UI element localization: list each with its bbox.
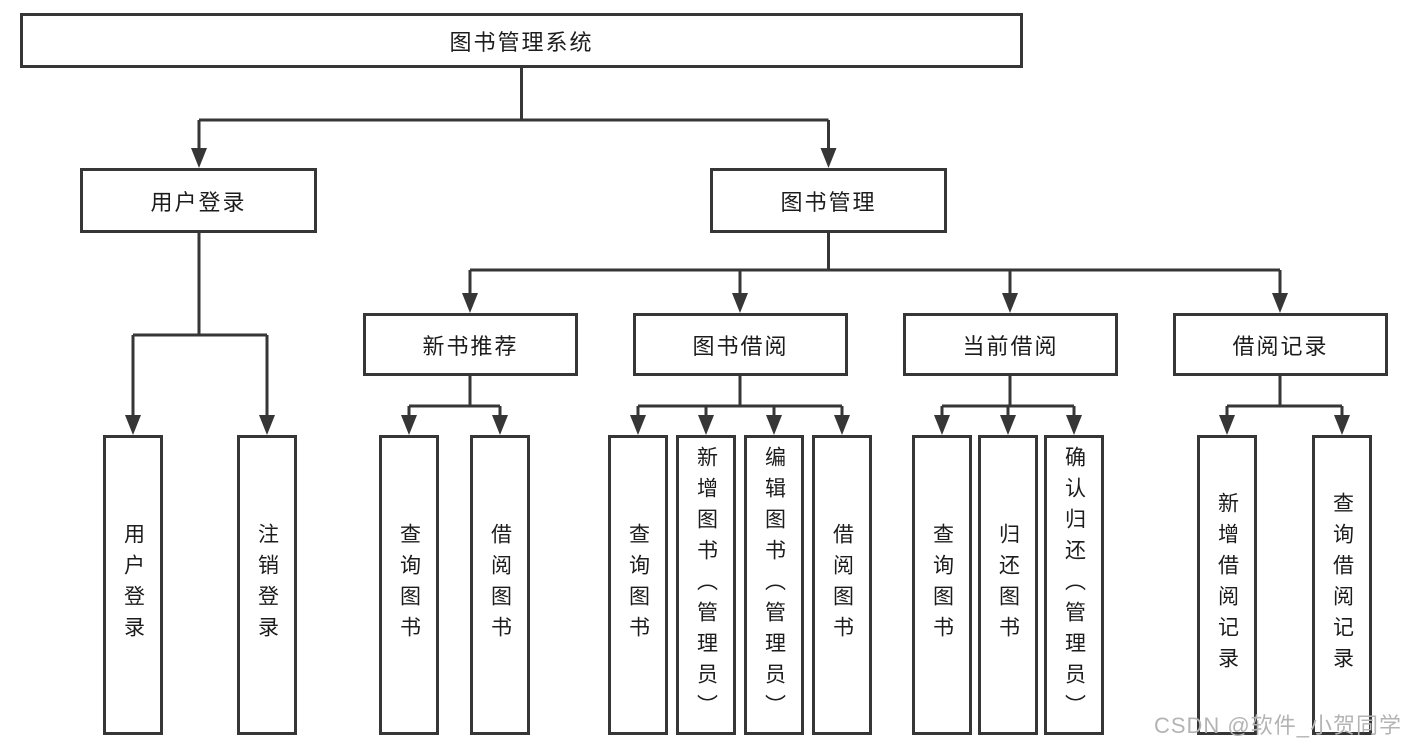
leaf-query-books-recommend: 查询图书 bbox=[379, 435, 439, 735]
leaf-confirm-return-admin: 确认归还（管理员） bbox=[1044, 435, 1104, 735]
node-new-book-recommend: 新书推荐 bbox=[363, 313, 578, 376]
watermark: CSDN @软件_小贺同学 bbox=[1153, 713, 1402, 738]
node-book-management: 图书管理 bbox=[710, 168, 947, 233]
leaf-query-borrow-record: 查询借阅记录 bbox=[1312, 435, 1372, 735]
node-user-login: 用户登录 bbox=[80, 168, 317, 233]
leaf-add-borrow-record: 新增借阅记录 bbox=[1197, 435, 1257, 735]
leaf-edit-book-admin: 编辑图书（管理员） bbox=[744, 435, 804, 735]
leaf-query-books-borrow: 查询图书 bbox=[608, 435, 668, 735]
leaf-return-books: 归还图书 bbox=[978, 435, 1038, 735]
leaf-borrow-books: 借阅图书 bbox=[812, 435, 872, 735]
leaf-add-book-admin: 新增图书（管理员） bbox=[676, 435, 736, 735]
node-root: 图书管理系统 bbox=[20, 13, 1023, 68]
node-borrow-records: 借阅记录 bbox=[1173, 313, 1388, 376]
node-book-borrow: 图书借阅 bbox=[633, 313, 848, 376]
leaf-user-login: 用户登录 bbox=[103, 435, 163, 735]
node-current-borrow: 当前借阅 bbox=[903, 313, 1118, 376]
leaf-logout: 注销登录 bbox=[237, 435, 297, 735]
leaf-query-books-current: 查询图书 bbox=[912, 435, 972, 735]
leaf-borrow-books-recommend: 借阅图书 bbox=[470, 435, 530, 735]
